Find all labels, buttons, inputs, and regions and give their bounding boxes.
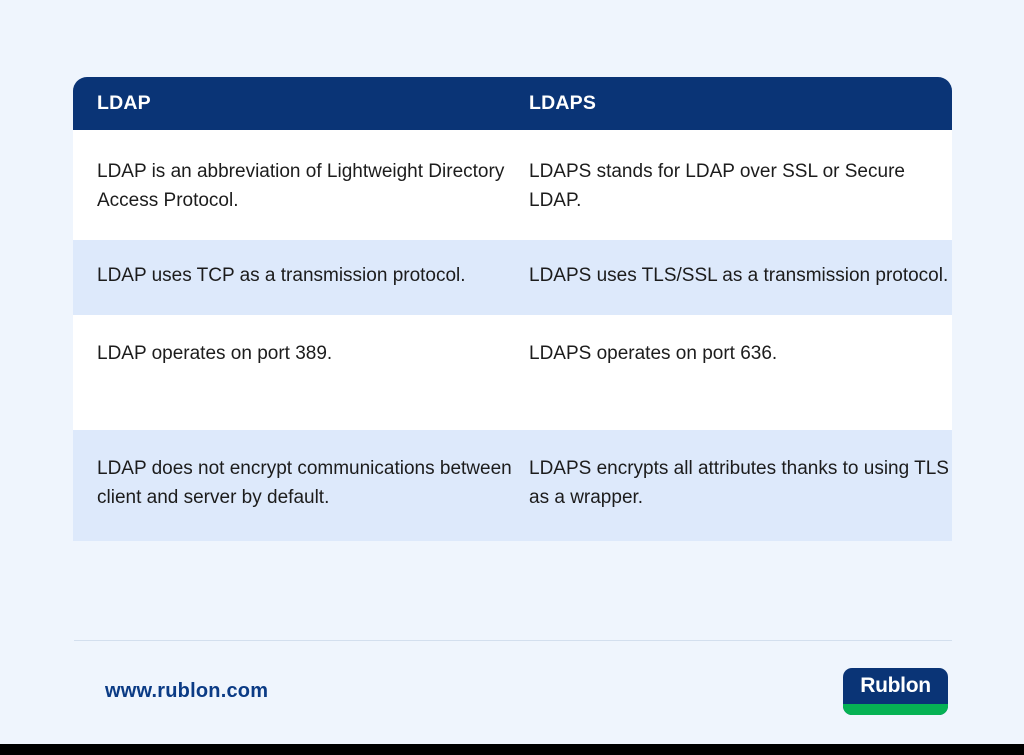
table-cell-ldaps: LDAPS stands for LDAP over SSL or Secure… — [529, 161, 905, 211]
table-cell-ldap: LDAP does not encrypt communications bet… — [97, 458, 512, 508]
column-header-ldaps: LDAPS — [529, 92, 597, 114]
table-row: LDAP uses TCP as a transmission protocol… — [73, 240, 952, 315]
rublon-logo: Rublon — [843, 667, 948, 715]
table-row: LDAP is an abbreviation of Lightweight D… — [73, 130, 952, 240]
table-cell-ldaps: LDAPS uses TLS/SSL as a transmission pro… — [529, 265, 949, 286]
table-cell-ldaps: LDAPS encrypts all attributes thanks to … — [529, 458, 949, 508]
table-cell-ldap: LDAP uses TCP as a transmission protocol… — [97, 265, 466, 286]
table-cell-ldap: LDAP is an abbreviation of Lightweight D… — [97, 161, 505, 211]
table-cell-ldaps: LDAPS operates on port 636. — [529, 342, 778, 364]
footer: www.rublon.com Rublon — [73, 660, 952, 722]
footer-divider — [74, 640, 952, 641]
website-url-link[interactable]: www.rublon.com — [105, 679, 269, 702]
table-row: LDAP operates on port 389. LDAPS operate… — [73, 314, 952, 430]
ldap-comparison-table: LDAP LDAPS LDAP is an abbreviation of Li… — [73, 77, 952, 541]
bottom-strip — [0, 744, 1024, 755]
rublon-logo-accent-bar — [843, 703, 948, 715]
table-row: LDAP does not encrypt communications bet… — [73, 430, 952, 541]
table-cell-ldap: LDAP operates on port 389. — [97, 342, 333, 364]
table-header-row: LDAP LDAPS — [73, 77, 952, 130]
rublon-logo-text: Rublon — [860, 673, 931, 697]
column-header-ldap: LDAP — [97, 92, 151, 114]
